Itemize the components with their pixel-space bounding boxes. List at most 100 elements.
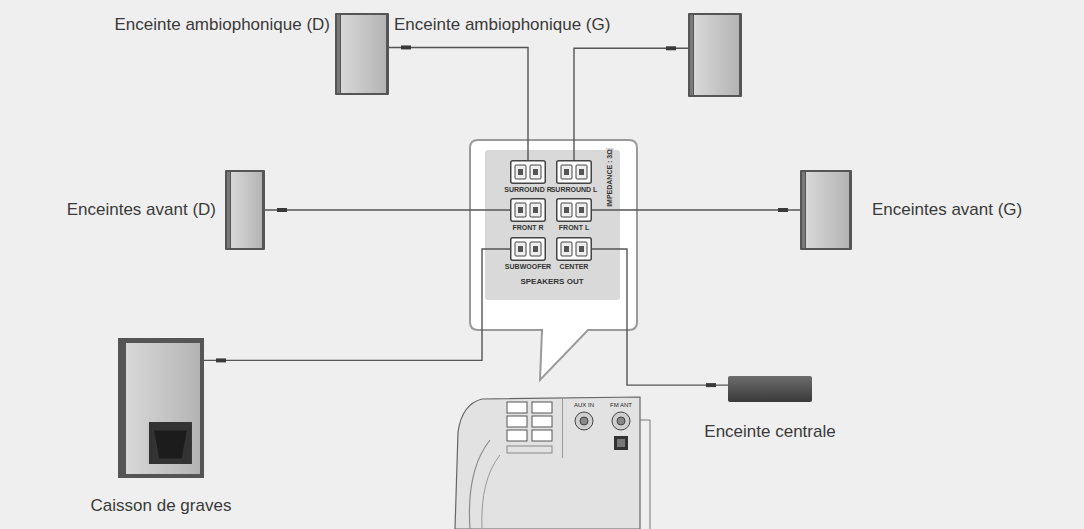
jack-hole <box>561 242 572 256</box>
speaker-jack: CENTER <box>556 237 592 261</box>
jack-pin <box>533 169 538 175</box>
jack-drawing <box>556 198 592 222</box>
jack-label: SURROUND L <box>551 186 598 194</box>
aux-connector <box>575 412 593 430</box>
jack-label: CENTER <box>560 263 589 271</box>
input-label: FM ANT <box>610 402 632 409</box>
unit-marking <box>507 446 552 453</box>
speaker-cabinet <box>225 170 265 250</box>
speaker-front <box>806 172 849 248</box>
antenna-connector <box>617 417 625 425</box>
speaker-jack: SURROUND L <box>556 160 592 184</box>
jack-pin <box>533 207 538 213</box>
unit-jack <box>532 402 552 413</box>
speaker-label: Enceintes avant (G) <box>872 200 1022 220</box>
speaker-label: Caisson de graves <box>91 496 232 516</box>
surround-speaker: Enceinte ambiophonique (D) <box>335 13 389 95</box>
jack-body <box>511 238 546 261</box>
jack-body <box>511 199 546 222</box>
jack-body <box>557 199 592 222</box>
unit-jack <box>532 416 552 427</box>
jack-hole <box>515 242 526 256</box>
jack-pin <box>518 169 523 175</box>
jack-pin <box>518 207 523 213</box>
speaker-wire <box>389 47 528 160</box>
jack-hole <box>576 203 587 217</box>
front-speaker: Enceintes avant (D) <box>225 170 265 250</box>
unit-curve <box>469 440 490 529</box>
cable-plug <box>666 46 676 50</box>
cable-plug <box>216 358 226 362</box>
bass-port <box>154 430 187 458</box>
jack-drawing <box>556 160 592 184</box>
cable-plug <box>277 208 287 212</box>
sub-drawing <box>118 338 204 478</box>
speaker-jack: FRONT R <box>510 198 546 222</box>
unit-edge <box>640 420 650 529</box>
input-label: AUX IN <box>574 402 594 409</box>
cable-plug <box>778 208 788 212</box>
speaker-label: Enceinte ambiophonique (G) <box>394 15 610 35</box>
cable-plug <box>401 45 411 49</box>
optical-input <box>617 439 625 447</box>
speaker-wire <box>574 48 688 160</box>
jack-drawing <box>510 198 546 222</box>
speaker-label: Enceinte centrale <box>704 422 835 442</box>
speaker-jack: SURROUND R <box>510 160 546 184</box>
jack-pin <box>564 246 569 252</box>
rear-drawing <box>688 13 742 97</box>
jack-hole <box>515 165 526 179</box>
front-drawing <box>800 170 852 250</box>
jack-label: SUBWOOFER <box>505 263 551 271</box>
terminal-plate <box>485 150 620 300</box>
speaker-wire <box>592 249 728 385</box>
speaker-edge <box>690 15 693 95</box>
center-drawing <box>728 376 812 402</box>
center-cabinet <box>728 376 812 402</box>
speaker-cabinet <box>800 170 852 250</box>
jack-hole <box>561 203 572 217</box>
speaker-wire <box>265 209 510 210</box>
speaker-cabinet <box>688 13 742 97</box>
unit-curve <box>482 455 500 529</box>
speaker-label: Enceintes avant (D) <box>67 200 216 220</box>
speaker-wire <box>204 249 510 360</box>
speaker-cabinet <box>335 13 389 95</box>
subwoofer: Caisson de graves <box>118 338 204 478</box>
jack-hole <box>530 165 541 179</box>
panel-title: SPEAKERS OUT <box>520 277 583 287</box>
jack-hole <box>530 203 541 217</box>
rear-drawing <box>335 13 389 95</box>
jack-drawing <box>510 237 546 261</box>
jack-hole <box>515 203 526 217</box>
jack-hole <box>561 165 572 179</box>
unit-rear-panel <box>455 397 650 529</box>
cable-plug <box>706 383 716 387</box>
subwoofer-cabinet <box>118 338 204 478</box>
speaker-terminal-panel: SPEAKERS OUTIMPEDANCE : 3ΩSURROUND RSURR… <box>470 140 637 330</box>
jack-pin <box>518 246 523 252</box>
jack-hole <box>576 165 587 179</box>
speaker-front <box>694 15 739 95</box>
subwoofer-front <box>126 343 200 474</box>
speaker-front <box>341 15 386 93</box>
jack-hole <box>576 242 587 256</box>
jack-hole <box>530 242 541 256</box>
impedance-note: IMPEDANCE : 3Ω <box>606 148 614 208</box>
jack-label: FRONT L <box>559 224 589 232</box>
callout-outline <box>470 140 637 380</box>
jack-label: SURROUND R <box>504 186 551 194</box>
unit-jack <box>532 430 552 441</box>
speaker-front <box>231 172 262 248</box>
speaker-label: Enceinte ambiophonique (D) <box>115 15 330 35</box>
aux-connector <box>580 417 588 425</box>
antenna-connector <box>612 412 630 430</box>
optical-input <box>614 436 628 450</box>
speaker-edge <box>802 172 805 248</box>
unit-jack <box>507 416 527 427</box>
speaker-jack: FRONT L <box>556 198 592 222</box>
jack-body <box>557 161 592 184</box>
speaker-jack: SUBWOOFER <box>510 237 546 261</box>
center-speaker: Enceinte centrale <box>728 376 812 402</box>
speaker-edge <box>337 15 340 93</box>
